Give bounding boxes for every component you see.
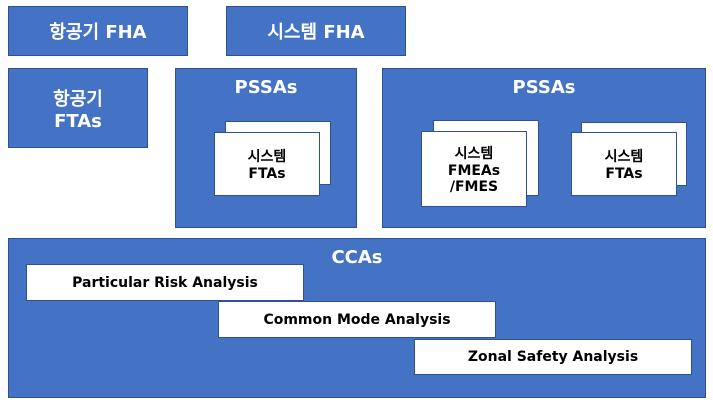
pssa-left-card-line-2: FTAs: [248, 166, 286, 182]
pssa-left-card-line-1: 시스템: [247, 149, 287, 165]
pssa-left-title: PSSAs: [234, 77, 298, 98]
pssa-left-box: PSSAs 시스템 FTAs: [175, 68, 357, 228]
pssa-right-fmea-line-1: 시스템: [454, 146, 494, 162]
aircraft-ftas-line-1: 항공기: [53, 88, 103, 110]
pssa-right-fmea-line-3: /FMES: [449, 179, 499, 195]
ccas-box: CCAs Particular Risk Analysis Common Mod…: [8, 238, 706, 398]
particular-risk-analysis-bar: Particular Risk Analysis: [26, 264, 304, 301]
aircraft-fha-box: 항공기 FHA: [8, 6, 188, 56]
pssa-right-box: PSSAs 시스템 FMEAs /FMES 시스템 FTAs: [382, 68, 706, 228]
pssa-right-fta-line-1: 시스템: [604, 149, 644, 165]
pssa-right-system-ftas-card: 시스템 FTAs: [571, 132, 677, 196]
pssa-right-fmea-line-2: FMEAs: [447, 163, 501, 179]
aircraft-ftas-line-2: FTAs: [54, 110, 102, 132]
pssa-right-title: PSSAs: [512, 77, 576, 98]
pssa-right-system-fmeas-card: 시스템 FMEAs /FMES: [421, 131, 527, 207]
pssa-right-fta-line-2: FTAs: [605, 166, 643, 182]
aircraft-ftas-box: 항공기 FTAs: [8, 68, 148, 148]
system-fha-box: 시스템 FHA: [226, 6, 406, 56]
pssa-left-system-ftas-card: 시스템 FTAs: [214, 132, 320, 196]
zonal-safety-analysis-bar: Zonal Safety Analysis: [414, 339, 692, 375]
common-mode-analysis-bar: Common Mode Analysis: [218, 301, 496, 338]
ccas-title: CCAs: [331, 247, 383, 268]
aircraft-fha-label: 항공기 FHA: [49, 22, 147, 43]
system-fha-label: 시스템 FHA: [267, 22, 365, 43]
